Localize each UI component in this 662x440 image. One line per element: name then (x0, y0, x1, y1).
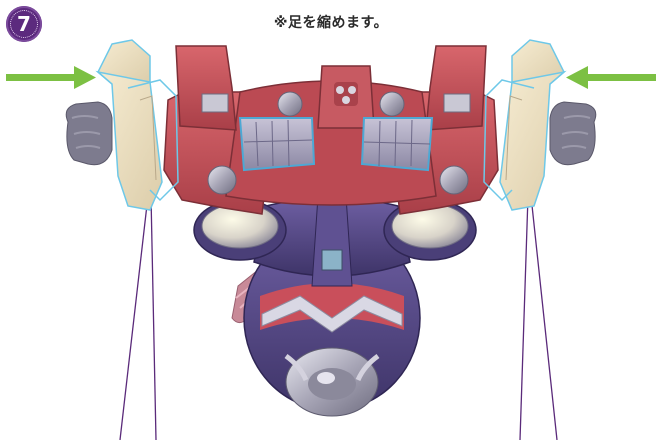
left-leg-part (95, 39, 179, 211)
step-number: 7 (17, 12, 31, 36)
arrow-right-icon (6, 66, 96, 89)
guide-lines (119, 195, 558, 440)
right-fist (549, 101, 597, 166)
badge-ring (10, 10, 38, 38)
left-panel (238, 117, 316, 172)
instruction-caption: ※足を縮めます。 (273, 15, 389, 31)
right-leg-part (483, 39, 567, 211)
left-fist (65, 101, 113, 166)
right-mirror (383, 199, 477, 261)
right-panel (360, 117, 434, 172)
step-number-badge: 7 (6, 6, 42, 42)
arrow-left-icon (566, 66, 656, 89)
red-chassis (163, 45, 499, 215)
